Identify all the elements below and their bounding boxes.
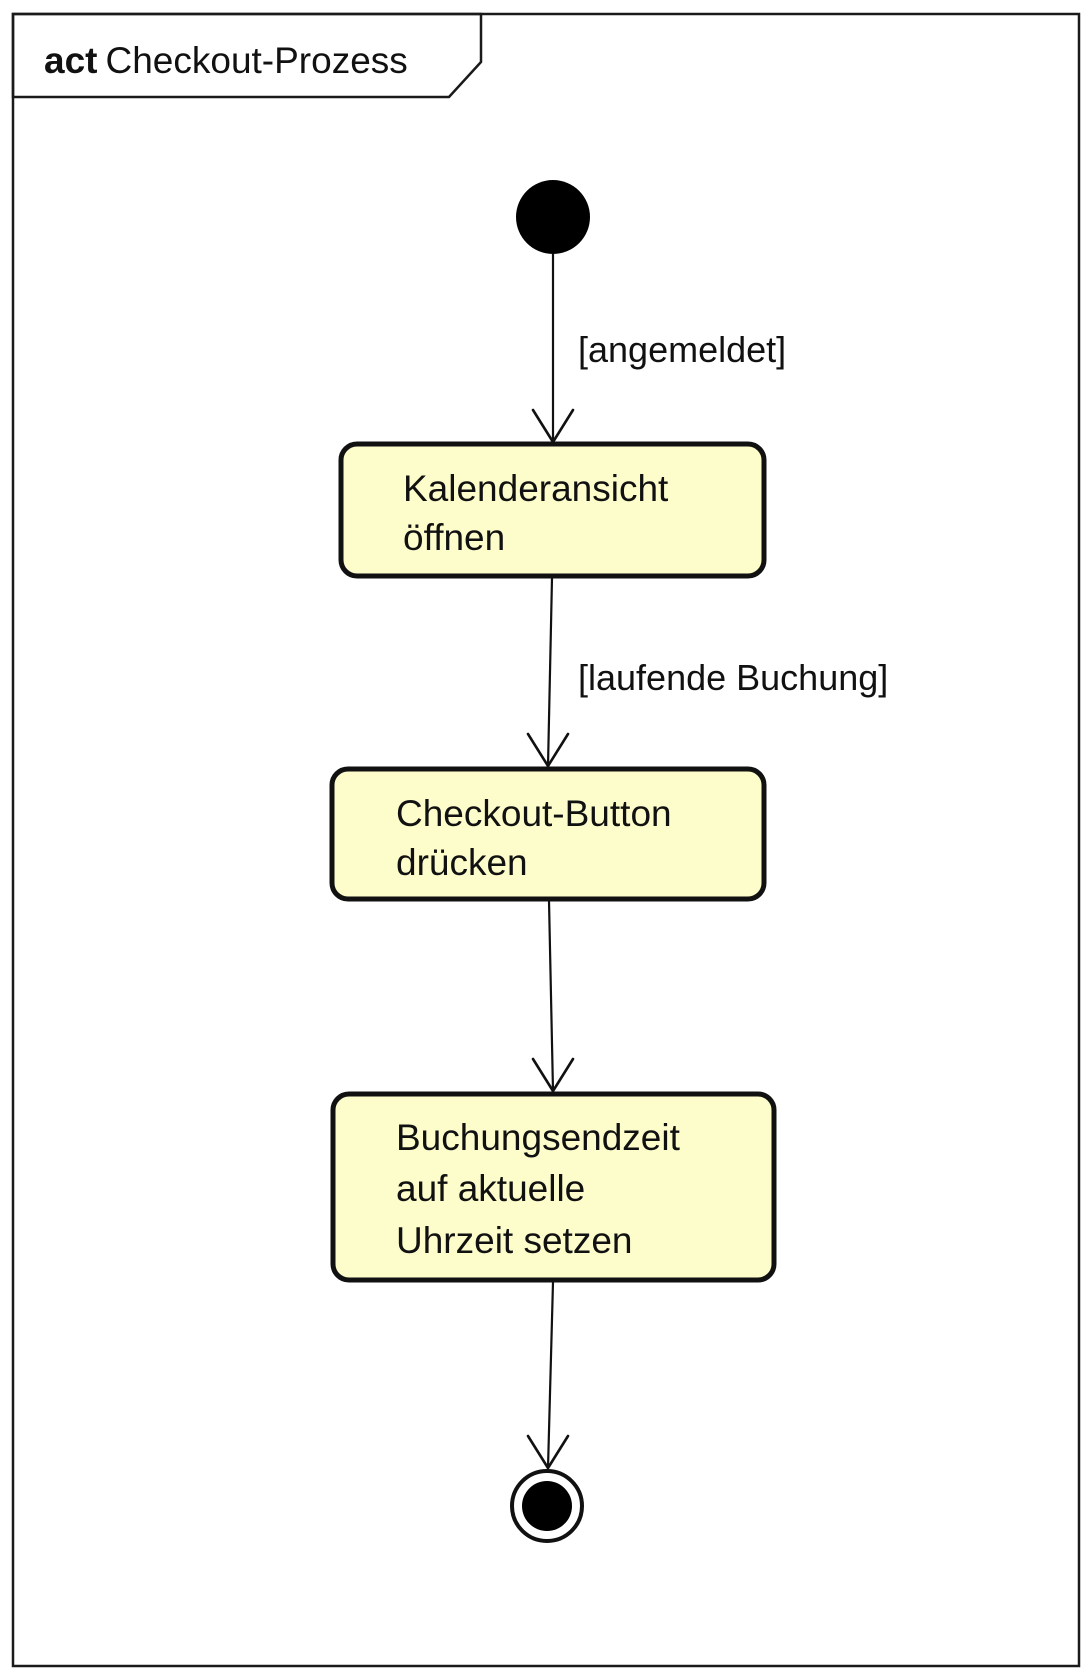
flow-line-3 bbox=[547, 900, 555, 1092]
flow-arrow-head-3 bbox=[531, 1057, 575, 1094]
action-3-line-3: Uhrzeit setzen bbox=[396, 1220, 633, 1261]
action-1-line-1: Kalenderansicht bbox=[403, 468, 669, 509]
flow-line-4 bbox=[546, 1281, 555, 1469]
initial-node bbox=[516, 180, 590, 254]
action-label-1: Kalenderansicht öffnen bbox=[403, 468, 679, 558]
action-1-line-2: öffnen bbox=[403, 517, 505, 558]
action-node-1 bbox=[338, 441, 767, 579]
action-3-line-2: auf aktuelle bbox=[396, 1168, 585, 1209]
action-label-2: Checkout-Button drücken bbox=[396, 793, 682, 883]
action-label-3: Buchungsendzeit auf aktuelle Uhrzeit set… bbox=[396, 1117, 690, 1261]
action-3-line-1: Buchungsendzeit bbox=[396, 1117, 681, 1158]
action-node-2 bbox=[329, 766, 767, 902]
frame-name-tag bbox=[11, 12, 483, 99]
diagram-frame bbox=[11, 12, 1081, 1668]
flow-arrow-head-4 bbox=[526, 1434, 570, 1471]
frame-keyword: act bbox=[44, 40, 97, 81]
final-node-dot bbox=[522, 1481, 572, 1531]
flow-arrow-head-2 bbox=[526, 732, 570, 769]
action-2-line-1: Checkout-Button bbox=[396, 793, 672, 834]
frame-name: Checkout-Prozess bbox=[105, 40, 407, 81]
guard-label-1: [angemeldet] bbox=[578, 329, 786, 370]
action-2-line-2: drücken bbox=[396, 842, 528, 883]
action-node-3 bbox=[330, 1091, 777, 1283]
guard-label-2: [laufende Buchung] bbox=[578, 657, 888, 698]
flow-line-2 bbox=[546, 577, 554, 767]
